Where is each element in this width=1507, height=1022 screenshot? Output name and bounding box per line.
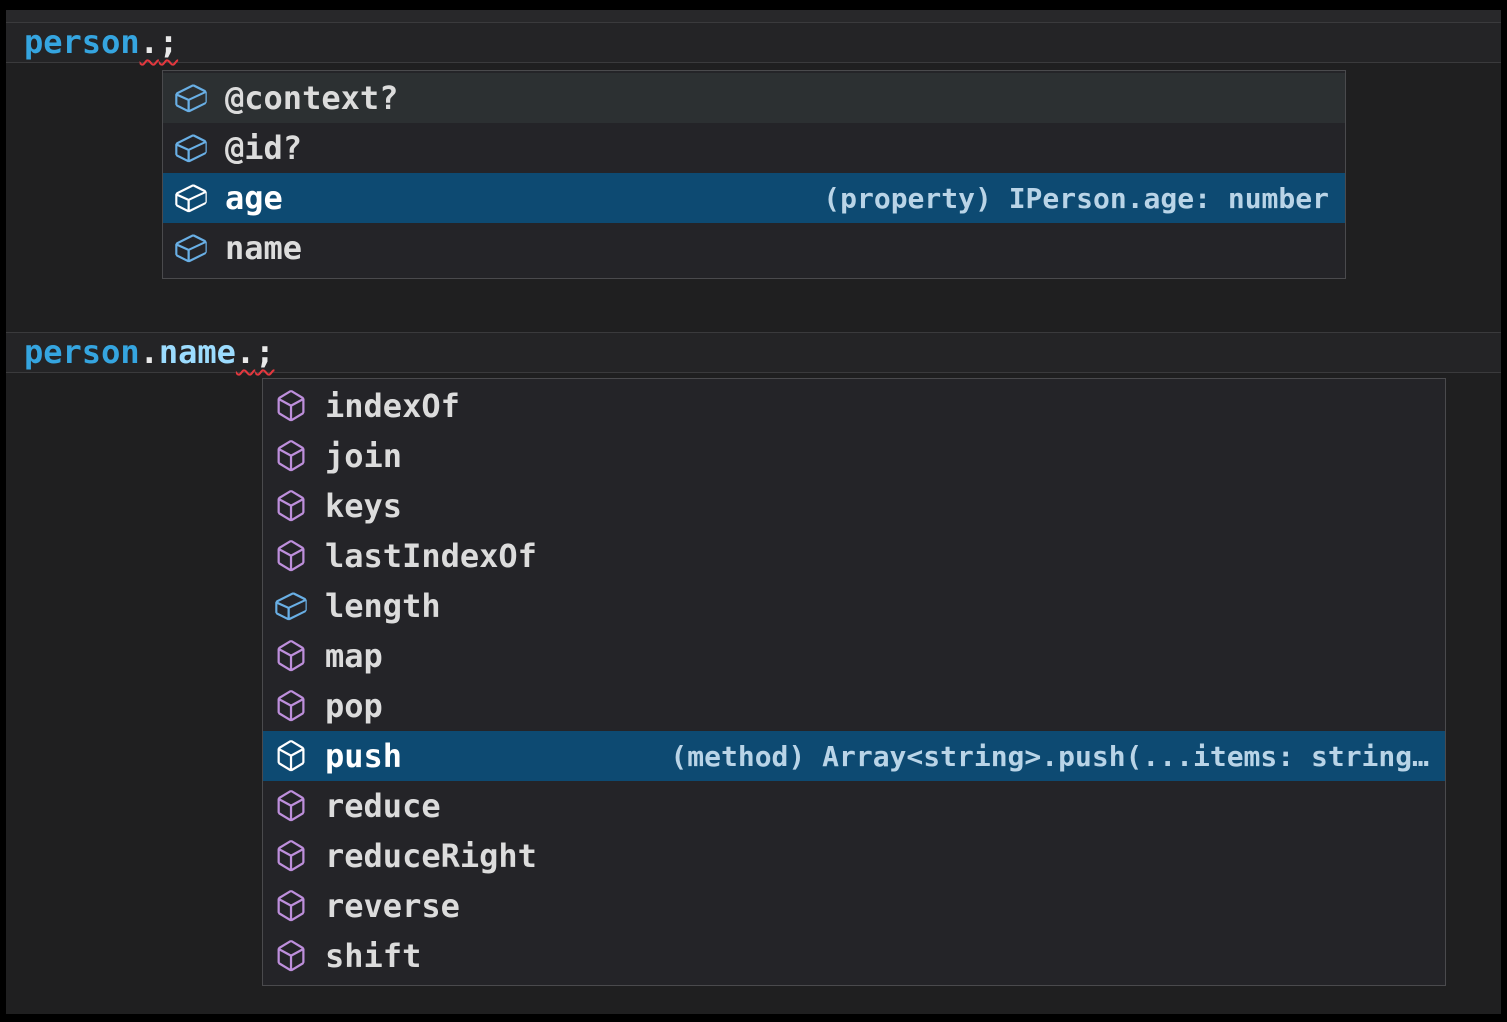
symbol-method-icon	[273, 938, 309, 974]
suggestion-label: length	[325, 587, 441, 625]
code-token-punctuation: .	[235, 333, 256, 371]
symbol-field-icon	[173, 130, 209, 166]
suggestion-item-age[interactable]: age (property) IPerson.age: number	[163, 173, 1345, 223]
symbol-field-icon	[273, 588, 309, 624]
suggestion-label: keys	[325, 487, 403, 525]
suggestion-item-keys[interactable]: keys	[263, 481, 1445, 531]
suggestion-item-map[interactable]: map	[263, 631, 1445, 681]
symbol-method-icon	[273, 838, 309, 874]
suggestion-label: indexOf	[325, 387, 460, 425]
code-token-variable: person	[24, 333, 140, 371]
suggestion-label: reduce	[325, 787, 441, 825]
suggestion-label: reduceRight	[325, 837, 537, 875]
code-token-punctuation: .	[139, 23, 159, 61]
suggestion-detail: (method) Array<string>.push(...items: st…	[670, 739, 1429, 773]
suggest-widget-person-members: @context? @id? age (property) IPerson.age: …	[162, 70, 1346, 279]
symbol-method-icon	[273, 688, 309, 724]
suggestion-label: name	[225, 229, 303, 267]
suggestion-item-pop[interactable]: pop	[263, 681, 1445, 731]
editor-top-strip	[6, 10, 1501, 22]
code-token-punctuation: .	[139, 333, 159, 371]
symbol-method-icon	[273, 888, 309, 924]
code-line-1[interactable]: person.;	[6, 23, 1501, 62]
code-token-punctuation: ;	[255, 333, 275, 371]
symbol-method-icon	[273, 788, 309, 824]
symbol-method-icon	[273, 538, 309, 574]
code-token-variable: person	[24, 23, 140, 61]
suggestion-item-context[interactable]: @context?	[163, 73, 1345, 123]
suggestion-detail: (property) IPerson.age: number	[823, 181, 1329, 215]
symbol-field-icon	[173, 230, 209, 266]
suggestion-item-join[interactable]: join	[263, 431, 1445, 481]
symbol-field-icon	[173, 180, 209, 216]
suggestion-item-id[interactable]: @id?	[163, 123, 1345, 173]
code-token-property: name	[158, 333, 236, 371]
suggestion-label: age	[225, 179, 283, 217]
suggestion-label: @context?	[225, 79, 399, 117]
suggestion-label: push	[325, 737, 403, 775]
symbol-method-icon	[273, 438, 309, 474]
suggestion-item-lastindexof[interactable]: lastIndexOf	[263, 531, 1445, 581]
symbol-method-icon	[273, 488, 309, 524]
symbol-method-icon	[273, 638, 309, 674]
suggestion-item-push[interactable]: push (method) Array<string>.push(...items…	[263, 731, 1445, 781]
suggestion-label: @id?	[225, 129, 303, 167]
symbol-field-icon	[173, 80, 209, 116]
suggest-widget-string-members: indexOf join keys lastIndexOf length map pop pu…	[262, 378, 1446, 986]
code-token-punctuation: ;	[158, 23, 179, 61]
suggestion-label: map	[325, 637, 383, 675]
current-line-highlight-1: person.;	[6, 22, 1501, 63]
suggestion-label: shift	[325, 937, 422, 975]
suggestion-item-length[interactable]: length	[263, 581, 1445, 631]
suggestion-label: join	[325, 437, 403, 475]
suggestion-item-reverse[interactable]: reverse	[263, 881, 1445, 931]
suggestion-item-name[interactable]: name	[163, 223, 1345, 273]
suggestion-label: pop	[325, 687, 383, 725]
symbol-method-icon	[273, 738, 309, 774]
suggestion-item-indexof[interactable]: indexOf	[263, 381, 1445, 431]
symbol-method-icon	[273, 388, 309, 424]
suggestion-item-reduceright[interactable]: reduceRight	[263, 831, 1445, 881]
suggestion-label: lastIndexOf	[325, 537, 537, 575]
suggestion-item-shift[interactable]: shift	[263, 931, 1445, 981]
suggestion-label: reverse	[325, 887, 460, 925]
current-line-highlight-2: person.name.;	[6, 332, 1501, 373]
code-line-2[interactable]: person.name.;	[6, 333, 1501, 372]
suggestion-item-reduce[interactable]: reduce	[263, 781, 1445, 831]
